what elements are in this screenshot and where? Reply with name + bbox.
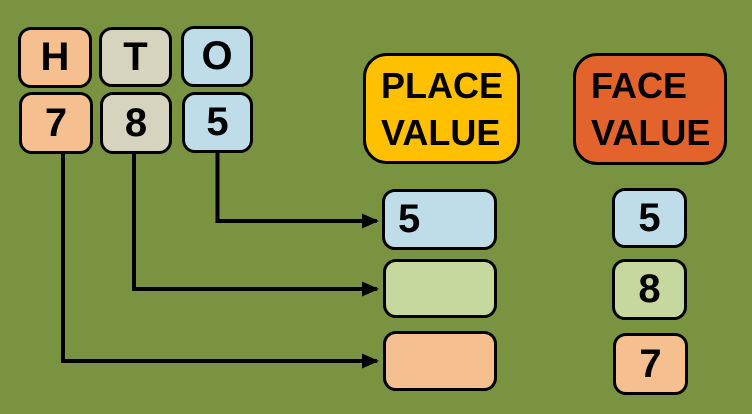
place-value-header: PLACE VALUE: [363, 53, 520, 164]
place-value-box-tens: [383, 259, 497, 318]
column-header-hundreds: H: [18, 27, 92, 88]
arrow-hundreds-to-place-value: [61, 150, 379, 369]
digit-box-ones: 5: [182, 92, 253, 153]
place-value-header-line1: PLACE: [381, 65, 504, 106]
face-value-box-tens: 8: [612, 259, 687, 320]
place-value-box-ones: 5: [382, 189, 497, 250]
column-header-tens: T: [99, 27, 172, 87]
digit-box-tens: 8: [100, 92, 172, 154]
arrow-ones-to-place-value: [215, 150, 379, 229]
column-header-ones: O: [181, 26, 253, 87]
face-value-header-line1: FACE: [591, 65, 688, 106]
face-value-header-line2: VALUE: [591, 111, 711, 153]
arrow-tens-to-place-value: [132, 150, 379, 297]
face-value-box-ones: 5: [612, 188, 687, 248]
digit-box-hundreds: 7: [19, 92, 93, 154]
place-value-header-line2: VALUE: [381, 111, 501, 153]
face-value-box-hundreds: 7: [613, 333, 688, 395]
place-value-box-hundreds: [383, 331, 497, 391]
face-value-header: FACE VALUE: [573, 53, 727, 165]
